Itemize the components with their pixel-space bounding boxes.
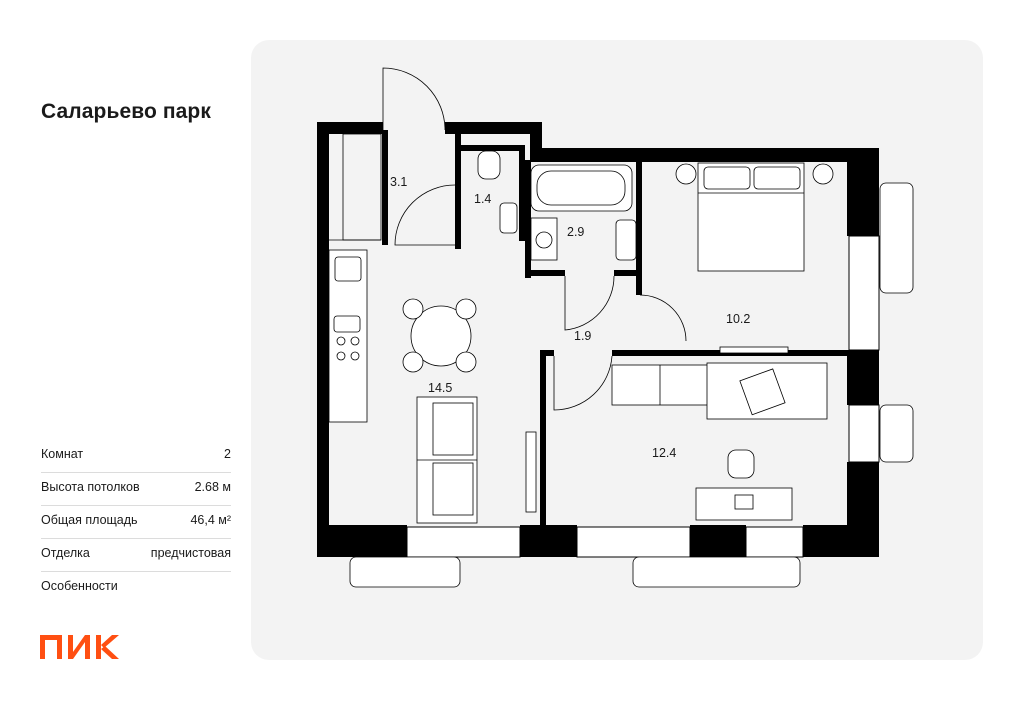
room-area-label: 1.4 bbox=[474, 192, 491, 206]
room-area-label: 14.5 bbox=[428, 381, 452, 395]
spec-label: Комнат bbox=[41, 447, 84, 461]
spec-label: Высота потолков bbox=[41, 480, 140, 494]
spec-total-area: Общая площадь 46,4 м² bbox=[41, 506, 231, 539]
wardrobe bbox=[329, 133, 382, 241]
spec-label: Особенности bbox=[41, 579, 118, 593]
spec-features: Особенности bbox=[41, 572, 231, 604]
radiators bbox=[349, 182, 914, 588]
room-area-label: 12.4 bbox=[652, 446, 676, 460]
room-area-label: 1.9 bbox=[574, 329, 591, 343]
kitchen-counter bbox=[328, 249, 368, 423]
spec-value: предчистовая bbox=[150, 546, 231, 560]
room-area-label: 3.1 bbox=[390, 175, 407, 189]
spec-value: 2.68 м bbox=[194, 480, 231, 494]
spec-value: 2 bbox=[224, 447, 231, 461]
apartment-specs: Комнат 2 Высота потолков 2.68 м Общая пл… bbox=[41, 440, 231, 604]
spec-ceiling-height: Высота потолков 2.68 м bbox=[41, 473, 231, 506]
bathtub bbox=[530, 164, 637, 261]
desk bbox=[695, 449, 793, 521]
spec-label: Отделка bbox=[41, 546, 90, 560]
room-labels: 3.1 1.4 2.9 10.2 1.9 14.5 12.4 bbox=[390, 175, 750, 460]
project-title: Саларьево парк bbox=[41, 100, 211, 123]
single-bed bbox=[611, 362, 828, 420]
spec-value: 46,4 м² bbox=[190, 513, 231, 527]
spec-finishing: Отделка предчистовая bbox=[41, 539, 231, 572]
spec-label: Общая площадь bbox=[41, 513, 138, 527]
dining-table bbox=[402, 298, 477, 373]
room-area-label: 10.2 bbox=[726, 312, 750, 326]
room-area-label: 2.9 bbox=[567, 225, 584, 239]
pik-logo bbox=[40, 635, 119, 659]
doors bbox=[382, 67, 687, 411]
windows bbox=[406, 235, 880, 558]
spec-rooms: Комнат 2 bbox=[41, 440, 231, 473]
sofa bbox=[416, 396, 478, 524]
toilet bbox=[477, 150, 518, 234]
double-bed bbox=[675, 162, 834, 354]
tv-stand bbox=[525, 431, 537, 513]
walls bbox=[317, 122, 879, 557]
